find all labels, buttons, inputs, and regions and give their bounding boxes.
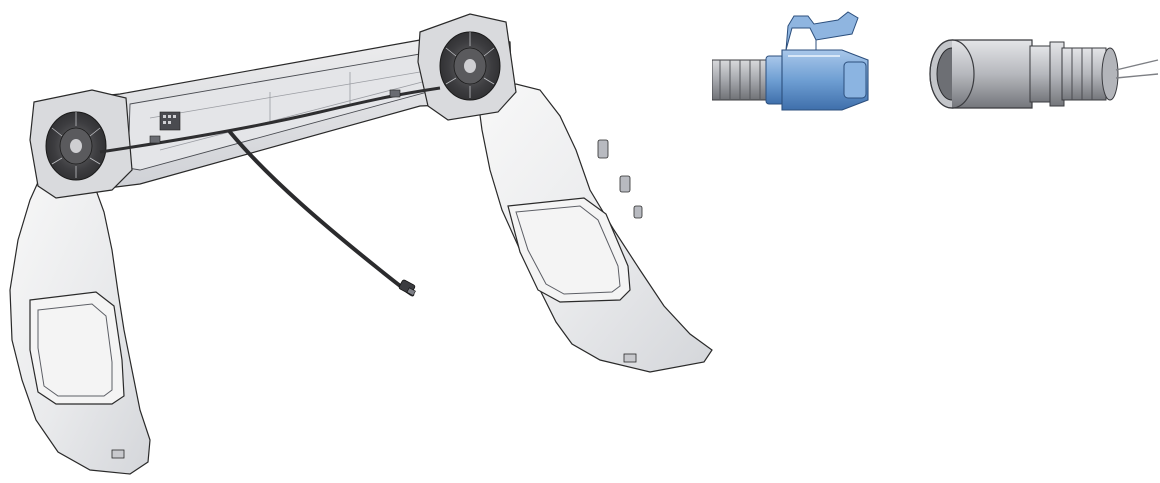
connector-b-svg [929, 39, 1159, 109]
beam-harness [99, 86, 441, 154]
connector-b-illustration [922, 24, 1160, 124]
frame-assembly-illustration [9, 13, 713, 475]
connector-a-svg [712, 11, 869, 111]
frame-assembly-svg [9, 13, 713, 475]
right-leg-window [507, 197, 631, 303]
connector-a-illustration [712, 10, 882, 120]
drop-harness-connector [398, 279, 416, 296]
left-leg-window [29, 291, 125, 405]
drop-harness [228, 130, 415, 297]
